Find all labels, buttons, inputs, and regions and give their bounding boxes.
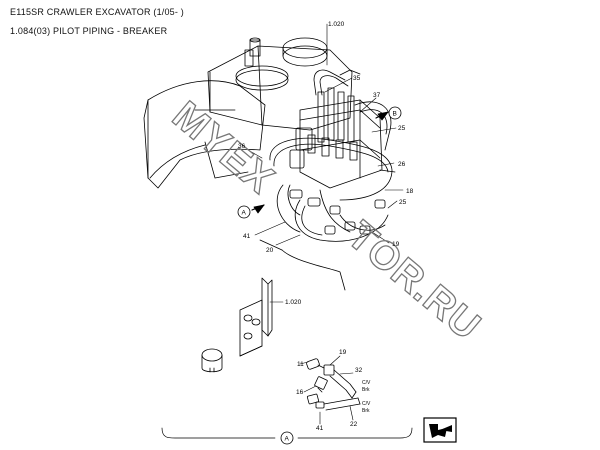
callout-32: 32: [355, 367, 363, 374]
view-marker-a-left: A: [237, 205, 251, 219]
svg-text:A: A: [242, 210, 247, 217]
callout-19a: 19: [392, 241, 400, 248]
bracket-detail: [201, 277, 273, 373]
view-marker-a-bottom: A: [280, 431, 294, 445]
boom-structure: [143, 80, 266, 189]
callout-26: 26: [398, 161, 406, 168]
callout-18: 18: [406, 188, 414, 195]
section-bracket-left: [161, 427, 276, 439]
callout-labels: 1.020 35 37 25 26 18 25 19 20 41 36 1.02…: [238, 21, 414, 432]
callout-cv1-top: C/V: [362, 380, 371, 386]
page-subtitle: 1.084(03) PILOT PIPING - BREAKER: [10, 26, 168, 36]
callout-41b: 41: [316, 425, 324, 432]
callout-cv2-top: C/V: [362, 401, 371, 407]
callout-ref-mid: 1.020: [285, 299, 302, 306]
callout-cv2-bottom: Brk: [362, 408, 370, 414]
machine-top: [207, 37, 361, 131]
callout-20: 20: [266, 247, 274, 254]
svg-text:A: A: [285, 436, 290, 443]
callout-22: 22: [350, 421, 358, 428]
watermark-right: TOR.RU: [339, 213, 489, 349]
view-marker-b-top: B: [388, 106, 402, 120]
callout-19b: 19: [339, 349, 347, 356]
breaker-hose-detail: [306, 358, 361, 411]
page-title: E115SR CRAWLER EXCAVATOR (1/05- ): [10, 7, 184, 17]
svg-text:B: B: [393, 111, 397, 118]
section-bracket-right: [297, 427, 413, 439]
callout-25a: 25: [398, 125, 406, 132]
callout-41a: 41: [243, 233, 251, 240]
callout-16: 16: [296, 389, 304, 396]
callout-36: 36: [238, 143, 246, 150]
callout-cv1-bottom: Brk: [362, 387, 370, 393]
callout-37: 37: [373, 92, 381, 99]
view-arrows: [251, 111, 389, 214]
frame-lower: [259, 169, 396, 291]
callout-25b: 25: [399, 199, 407, 206]
leader-lines: [247, 23, 404, 425]
callout-11: 11: [297, 361, 304, 368]
callout-35: 35: [353, 75, 361, 82]
navigate-icon[interactable]: [423, 417, 457, 443]
lower-fittings: [289, 189, 386, 235]
callout-ref-top: 1.020: [328, 21, 345, 28]
